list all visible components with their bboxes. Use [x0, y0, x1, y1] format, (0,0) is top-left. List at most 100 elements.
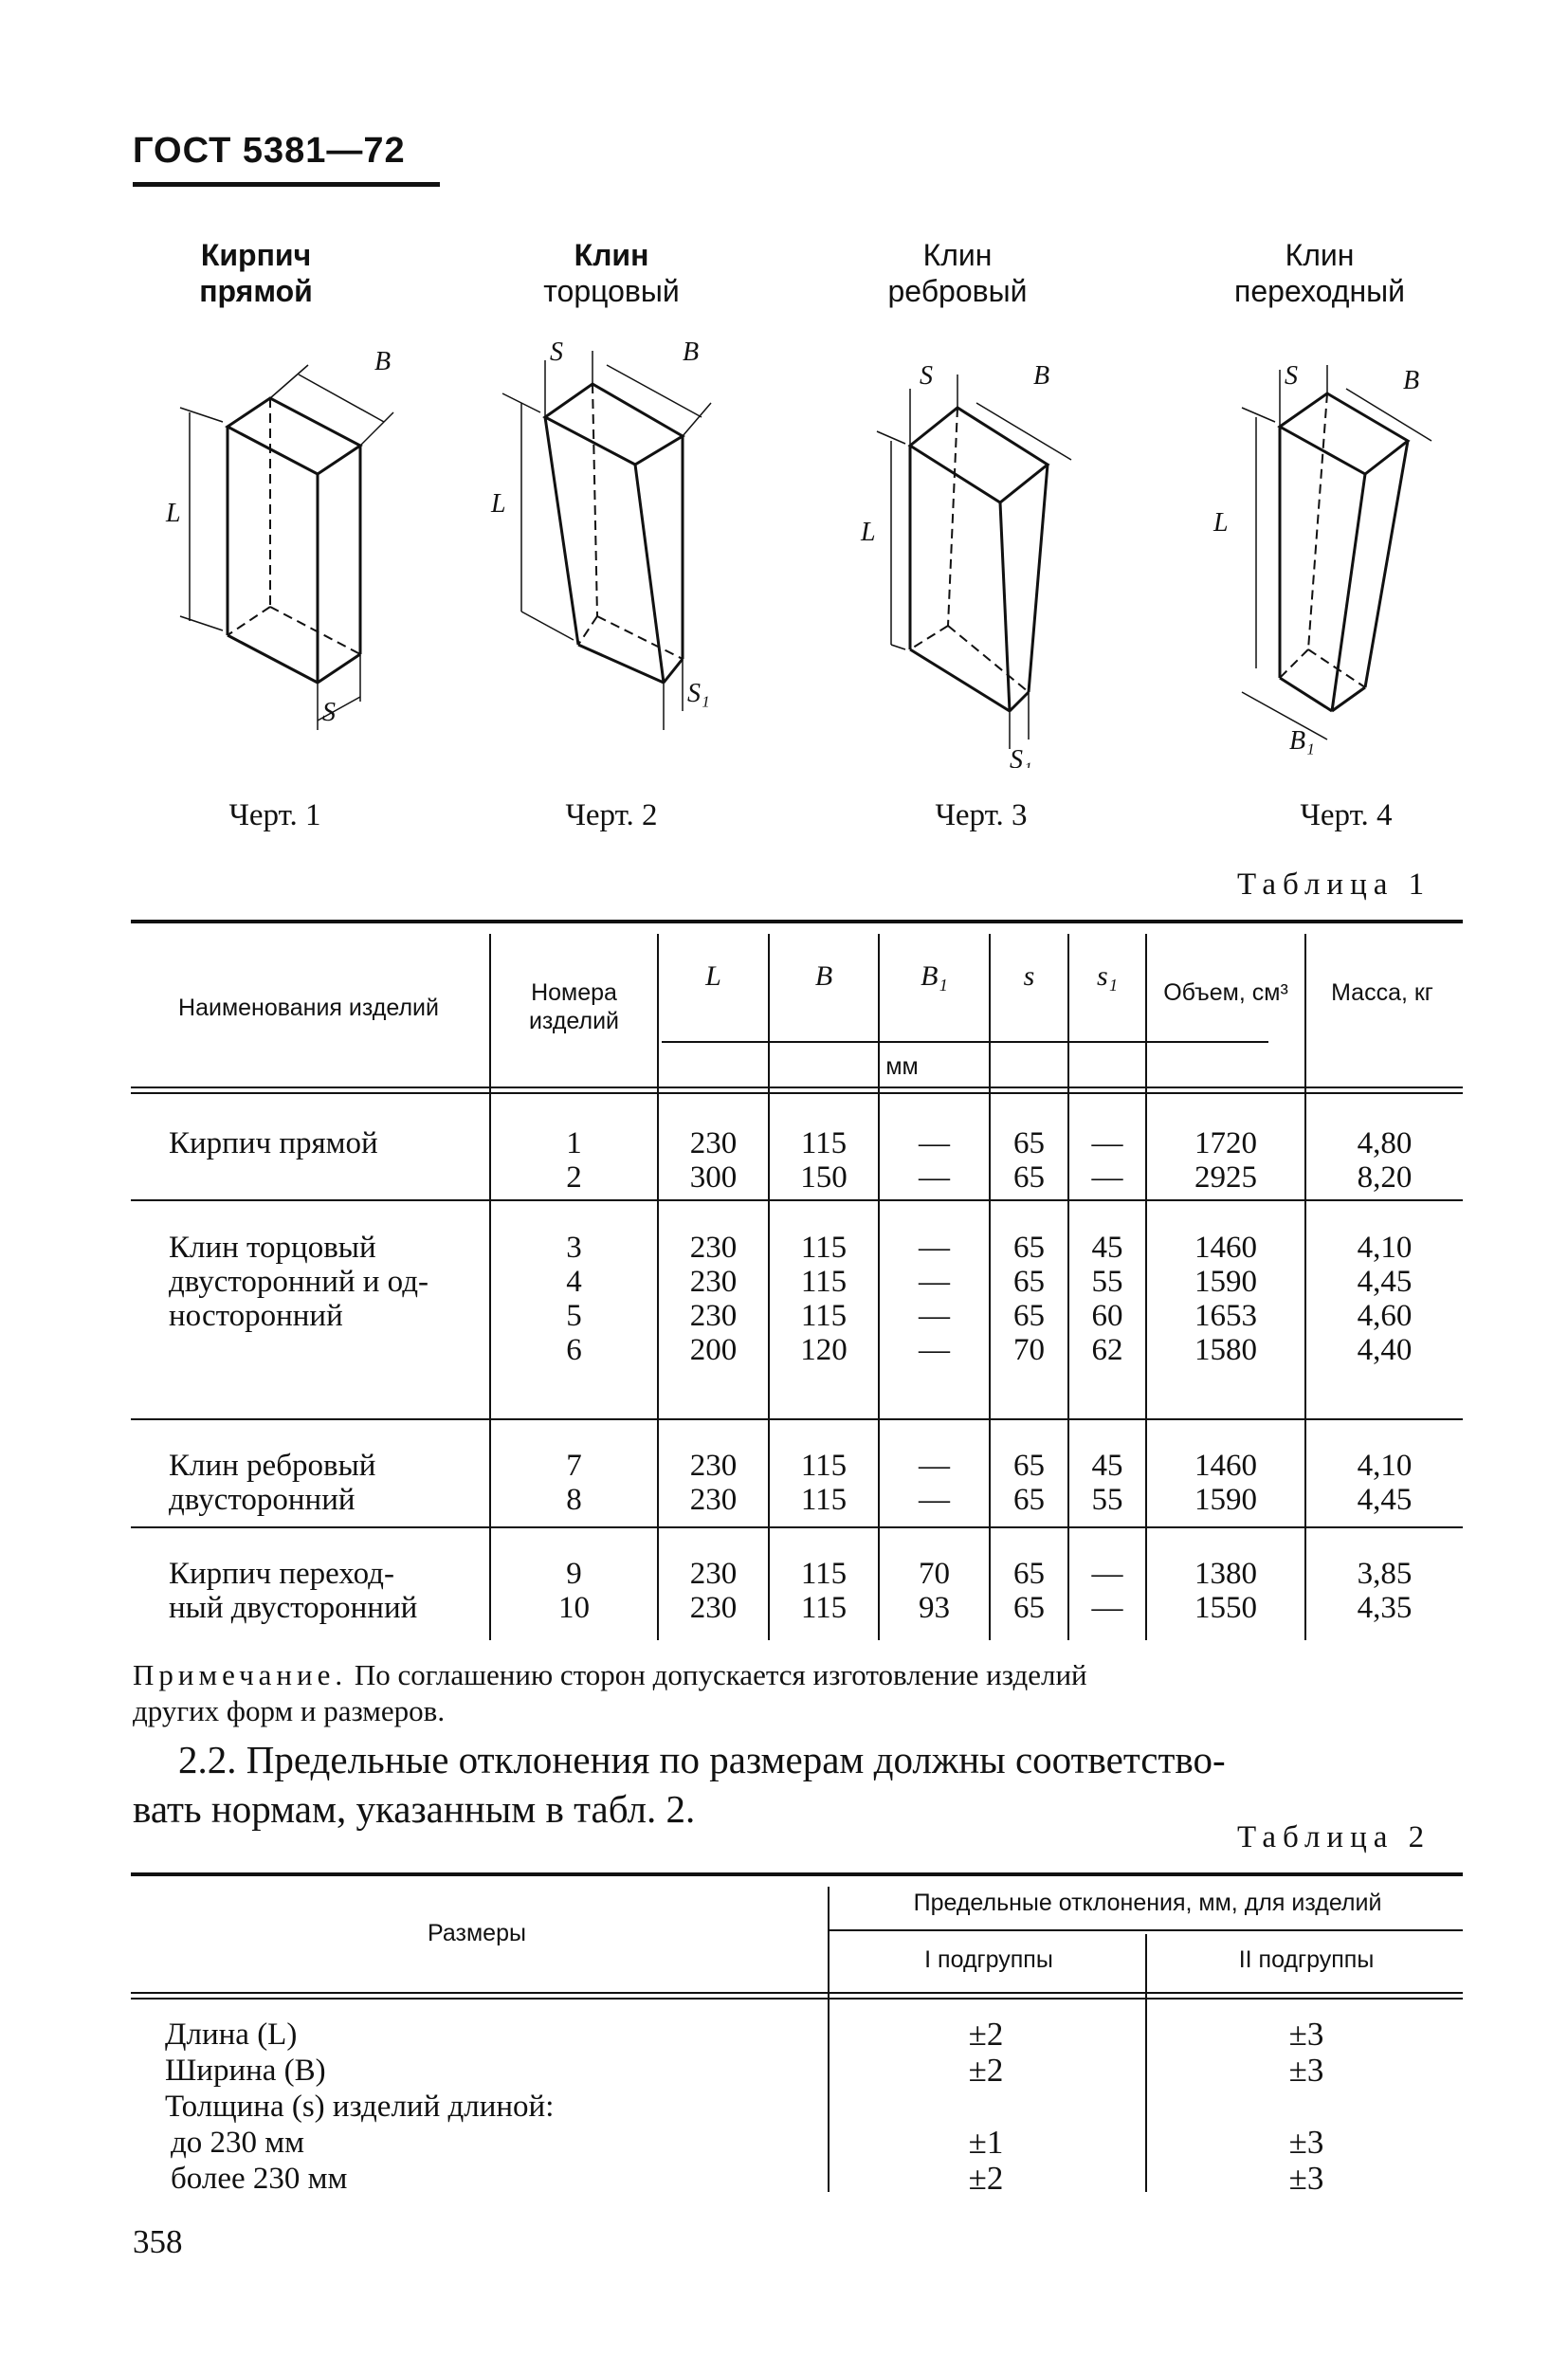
- table-1-cell: —: [919, 1483, 950, 1517]
- figure-1-title-line2: прямой: [199, 274, 313, 308]
- figure-2-title-line2: торцовый: [543, 274, 680, 308]
- table-1-cell: 65: [1013, 1483, 1045, 1517]
- table-1-cell: 120: [800, 1333, 848, 1367]
- table-1-cell: 4,10: [1357, 1231, 1413, 1265]
- table-1-cell: —: [919, 1231, 950, 1265]
- table-1-cell: 65: [1013, 1591, 1045, 1625]
- table-1-cell: 230: [689, 1231, 738, 1265]
- table-2-sub-rule: [830, 1929, 1463, 1931]
- dim-label-S-3: S: [920, 361, 933, 391]
- table-1-cell: 2: [566, 1160, 582, 1195]
- table-2-vline: [1145, 1934, 1147, 2192]
- table-2-deviation-g1: ±2: [968, 2016, 1004, 2053]
- dim-label-S-2: S: [550, 338, 563, 367]
- table-1-cell: 4,60: [1357, 1299, 1413, 1333]
- table-1: Наименования изделий Номера изделий L B …: [131, 920, 1463, 1640]
- figure-3-title-line2: ребровый: [887, 274, 1028, 308]
- page-number: 358: [133, 2223, 183, 2260]
- figure-2-caption: Черт. 2: [565, 798, 658, 832]
- table-1-vline: [1304, 934, 1306, 1640]
- table-1-cell: —: [919, 1265, 950, 1299]
- dim-label-L-3: L: [860, 518, 876, 547]
- table-1-group-name-line: Клин торцовый: [169, 1231, 376, 1265]
- table-1-header-L: L: [705, 960, 721, 992]
- table-1-group-name-line: носторонний: [169, 1299, 343, 1333]
- document-header: ГОСТ 5381—72: [133, 131, 406, 171]
- table-1-label: Таблица 1: [1237, 867, 1431, 902]
- table-1-cell: 4,35: [1357, 1591, 1413, 1625]
- paragraph-2-2-line1: 2.2. Предельные отклонения по размерам д…: [178, 1738, 1226, 1781]
- table-1-cell: —: [1091, 1126, 1123, 1160]
- table-1-header-mass: Масса, кг: [1331, 979, 1433, 1006]
- table-2-deviation-g2: ±3: [1288, 2160, 1324, 2197]
- table-2-top-rule: [131, 1872, 1463, 1876]
- table-1-cell: —: [1091, 1591, 1123, 1625]
- table-1-cell: 230: [689, 1591, 738, 1625]
- table-1-cell: 230: [689, 1449, 738, 1483]
- table-1-cell: 70: [1013, 1333, 1045, 1367]
- table-1-cell: 115: [800, 1126, 848, 1160]
- table-2-deviation-g1: ±2: [968, 2160, 1004, 2197]
- table-1-vline: [768, 934, 770, 1640]
- table-1-cell: 1653: [1194, 1299, 1257, 1333]
- table-1-cell: 230: [689, 1299, 738, 1333]
- figure-3-title: Клин ребровый: [834, 237, 1081, 309]
- table-1-cell: 115: [800, 1231, 848, 1265]
- table-2-head-rule-a: [131, 1992, 1463, 1994]
- figure-2-title-line1: Клин: [574, 238, 649, 272]
- table-1-header-s: s: [1023, 960, 1035, 992]
- table-1-cell: 115: [800, 1265, 848, 1299]
- table-1-cell: 230: [689, 1557, 738, 1591]
- paragraph-2-2-line2: вать нормам, указанным в табл. 2.: [133, 1787, 696, 1831]
- table-1-cell: 62: [1091, 1333, 1123, 1367]
- table-1-cell: —: [1091, 1160, 1123, 1195]
- table-1-group-name: Кирпич прямой: [169, 1126, 378, 1160]
- dim-label-S-1: S: [322, 698, 336, 727]
- table-1-header-name: Наименования изделий: [178, 995, 439, 1021]
- table-1-cell: 200: [689, 1333, 738, 1367]
- table-1-cell: 115: [800, 1557, 848, 1591]
- table-1-cell: 300: [689, 1160, 738, 1195]
- paragraph-2-2: 2.2. Предельные отклонения по размерам д…: [133, 1735, 1479, 1834]
- table-1-cell: 55: [1091, 1483, 1123, 1517]
- table-1-cell: 1: [566, 1126, 582, 1160]
- table-1-cell: 65: [1013, 1299, 1045, 1333]
- table-1-header-B: B: [814, 960, 833, 992]
- table-1-vline: [1067, 934, 1069, 1640]
- table-1-group-name-line: Кирпич переход-: [169, 1557, 394, 1591]
- table-1-cell: 115: [800, 1591, 848, 1625]
- table-1-header-s1: s₁: [1096, 960, 1119, 992]
- table-1-head-rule-a: [131, 1087, 1463, 1088]
- table-1-cell: 2925: [1194, 1160, 1257, 1195]
- table-1-cell: 9: [566, 1557, 582, 1591]
- table-2-header-sub2: II подгруппы: [1238, 1946, 1375, 1973]
- dim-label-B-1: B: [374, 347, 391, 376]
- table-1-cell: 8: [566, 1483, 582, 1517]
- table-2-row-label: Длина (L): [165, 2018, 298, 2052]
- table-1-cell: 10: [558, 1591, 590, 1625]
- brick-straight-drawing: [179, 364, 394, 730]
- table-1-vline: [489, 934, 491, 1640]
- table-1-cell: 115: [800, 1449, 848, 1483]
- figure-4-caption: Черт. 4: [1300, 798, 1393, 832]
- table-1-header-volume: Объем, см³: [1163, 979, 1288, 1006]
- table-1-cell: 93: [919, 1591, 950, 1625]
- table-1-cell: 230: [689, 1483, 738, 1517]
- table-1-cell: —: [919, 1160, 950, 1195]
- table-1-head-rule-b: [131, 1092, 1463, 1094]
- table-1-cell: 4,45: [1357, 1483, 1413, 1517]
- table-1-group-name-line: двусторонний: [169, 1483, 356, 1517]
- note-lead: Примечание.: [133, 1658, 348, 1691]
- note-text: По соглашению сторон допускается изготов…: [347, 1658, 1087, 1691]
- table-1-cell: —: [1091, 1557, 1123, 1591]
- table-1-vline: [657, 934, 659, 1640]
- table-1-cell: 65: [1013, 1126, 1045, 1160]
- table-1-cell: 230: [689, 1126, 738, 1160]
- table-1-cell: 7: [566, 1449, 582, 1483]
- dim-label-L-4: L: [1212, 508, 1229, 538]
- dim-label-B1-4: B₁: [1289, 726, 1315, 756]
- figure-2-title: Клин торцовый: [488, 237, 735, 309]
- table-1-cell: 115: [800, 1299, 848, 1333]
- table-2-header-deviations: Предельные отклонения, мм, для изделий: [913, 1890, 1382, 1916]
- table-1-cell: 1580: [1194, 1333, 1257, 1367]
